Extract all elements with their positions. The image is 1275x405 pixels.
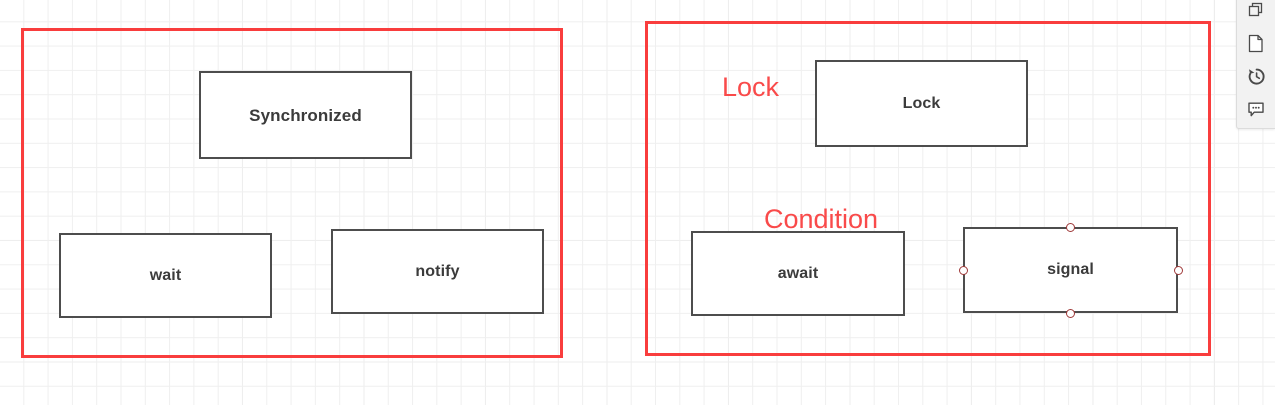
- history-clock-icon: [1247, 67, 1266, 86]
- connection-handle-left[interactable]: [958, 265, 968, 275]
- history-button[interactable]: [1241, 63, 1271, 89]
- shape-lock[interactable]: Lock: [815, 60, 1028, 147]
- page-icon: [1248, 34, 1264, 53]
- connection-handle-top[interactable]: [1066, 222, 1075, 232]
- annotation-condition[interactable]: Condition: [764, 204, 879, 234]
- connection-handle-bottom[interactable]: [1066, 308, 1075, 318]
- shape-label-lock: Lock: [902, 94, 941, 112]
- comment-bubble-icon: [1247, 101, 1265, 118]
- shape-wait[interactable]: wait: [59, 233, 272, 318]
- shape-label-synchronized: Synchronized: [249, 105, 362, 125]
- shape-label-wait: wait: [149, 266, 182, 284]
- comments-button[interactable]: [1241, 96, 1271, 122]
- shape-label-await: await: [777, 264, 819, 282]
- duplicate-button[interactable]: [1241, 0, 1271, 23]
- shape-notify[interactable]: notify: [331, 229, 544, 314]
- connection-handle-right[interactable]: [1173, 265, 1183, 275]
- shape-synchronized[interactable]: Synchronized: [199, 71, 412, 159]
- annotation-lock[interactable]: Lock: [722, 72, 780, 102]
- group-container-lock[interactable]: [645, 21, 1211, 356]
- shape-label-signal: signal: [1047, 261, 1094, 278]
- group-container-synchronized[interactable]: [21, 28, 563, 358]
- shape-label-notify: notify: [415, 262, 460, 280]
- shape-signal[interactable]: signal: [963, 227, 1178, 313]
- copy-icon: [1248, 2, 1265, 19]
- outline-button[interactable]: [1241, 30, 1271, 56]
- shape-await[interactable]: await: [691, 231, 905, 316]
- right-floating-toolbar[interactable]: [1236, 0, 1275, 129]
